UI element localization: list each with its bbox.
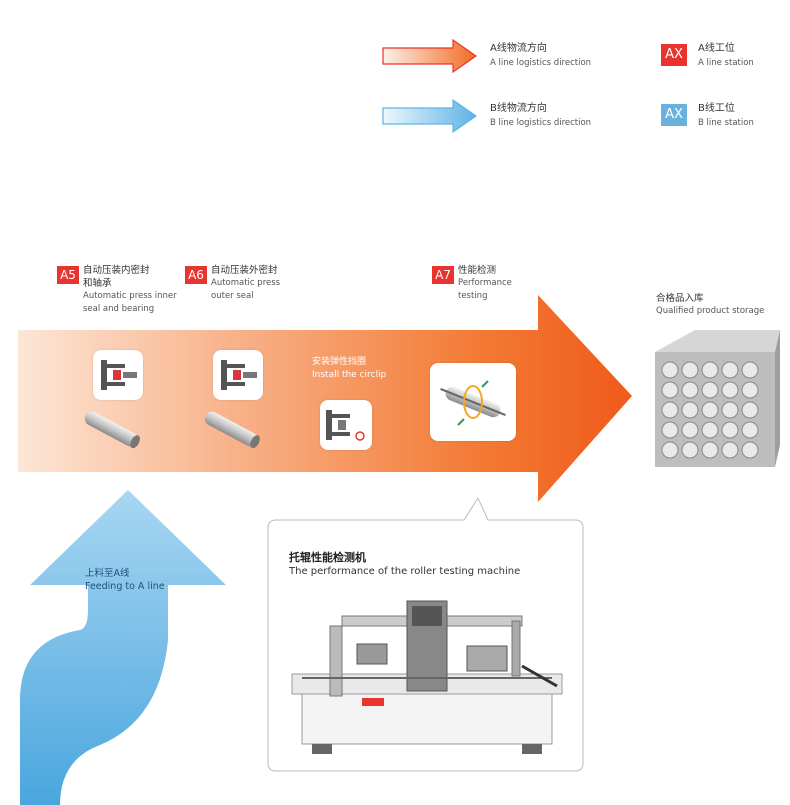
storage-en: Qualified product storage xyxy=(656,306,765,316)
legend-b-station-cn: B线工位 xyxy=(698,103,735,114)
step-a5-cn2: 和轴承 xyxy=(83,278,112,289)
storage-cn: 合格品入库 xyxy=(656,293,704,304)
b-station-badge: AX xyxy=(661,104,687,126)
step-a5-badge: A5 xyxy=(57,266,79,284)
legend-b-direction-en: B line logistics direction xyxy=(490,118,592,128)
circlip-en: Install the circlip xyxy=(312,370,387,380)
roller-a6-icon xyxy=(204,411,260,449)
legend-b-direction-cn: B线物流方向 xyxy=(490,103,547,114)
step-a5-cn1: 自动压装内密封 xyxy=(83,265,150,276)
step-a5-label: 自动压装内密封 和轴承 Automatic press inner seal a… xyxy=(83,264,177,316)
press-outer-icon xyxy=(213,350,263,400)
legend-a-direction: A线物流方向 A line logistics direction xyxy=(490,41,591,71)
step-a5-en1: Automatic press inner xyxy=(83,291,177,301)
step-a7-badge: A7 xyxy=(432,266,454,284)
testing-machine-image xyxy=(291,600,563,754)
a-line-main-arrow xyxy=(18,295,632,502)
step-a7-label: 性能检测 Performance testing xyxy=(458,264,512,303)
machine-subtitle: The performance of the roller testing ma… xyxy=(289,566,521,577)
legend-a-station-en: A line station xyxy=(698,58,754,68)
step-a6-label: 自动压装外密封 Automatic press outer seal xyxy=(211,264,280,303)
legend-a-direction-cn: A线物流方向 xyxy=(490,43,547,54)
legend-b-station-en: B line station xyxy=(698,118,754,128)
roller-stack-icon xyxy=(655,330,780,467)
step-a7-en1: Performance xyxy=(458,278,512,288)
roller-a5-icon xyxy=(84,411,140,449)
step-a7-en2: testing xyxy=(458,291,488,301)
legend-a-station-cn: A线工位 xyxy=(698,43,735,54)
b-line-direction-arrow-icon xyxy=(382,98,478,134)
step-a6-cn1: 自动压装外密封 xyxy=(211,265,278,276)
step-a7-cn1: 性能检测 xyxy=(458,265,497,276)
step-a6-en1: Automatic press xyxy=(211,278,281,288)
legend-a-station: A线工位 A line station xyxy=(698,41,754,71)
a-line-direction-arrow-icon xyxy=(382,38,478,74)
performance-test-icon xyxy=(430,363,516,441)
step-a6-badge: A6 xyxy=(185,266,207,284)
legend-b-station: B线工位 B line station xyxy=(698,101,754,131)
b-line-feeding-arrow xyxy=(20,490,226,805)
step-a5-en2: seal and bearing xyxy=(83,304,155,314)
circlip-cn: 安装弹性挡圈 xyxy=(312,357,367,367)
storage-label: 合格品入库 Qualified product storage xyxy=(656,292,764,318)
circlip-label: 安装弹性挡圈 Install the circlip xyxy=(312,356,386,382)
machine-title: 托辊性能检测机 xyxy=(289,551,366,564)
step-a6-en2: outer seal xyxy=(211,291,254,301)
press-inner-icon xyxy=(93,350,143,400)
feeding-en: Feeding to A line xyxy=(85,581,165,592)
legend-b-direction: B线物流方向 B line logistics direction xyxy=(490,101,591,131)
a-station-badge: AX xyxy=(661,44,687,66)
legend-a-direction-en: A line logistics direction xyxy=(490,58,592,68)
circlip-icon xyxy=(320,400,372,450)
feeding-cn: 上料至A线 xyxy=(85,568,130,579)
feeding-label: 上料至A线 Feeding to A line xyxy=(85,567,165,593)
